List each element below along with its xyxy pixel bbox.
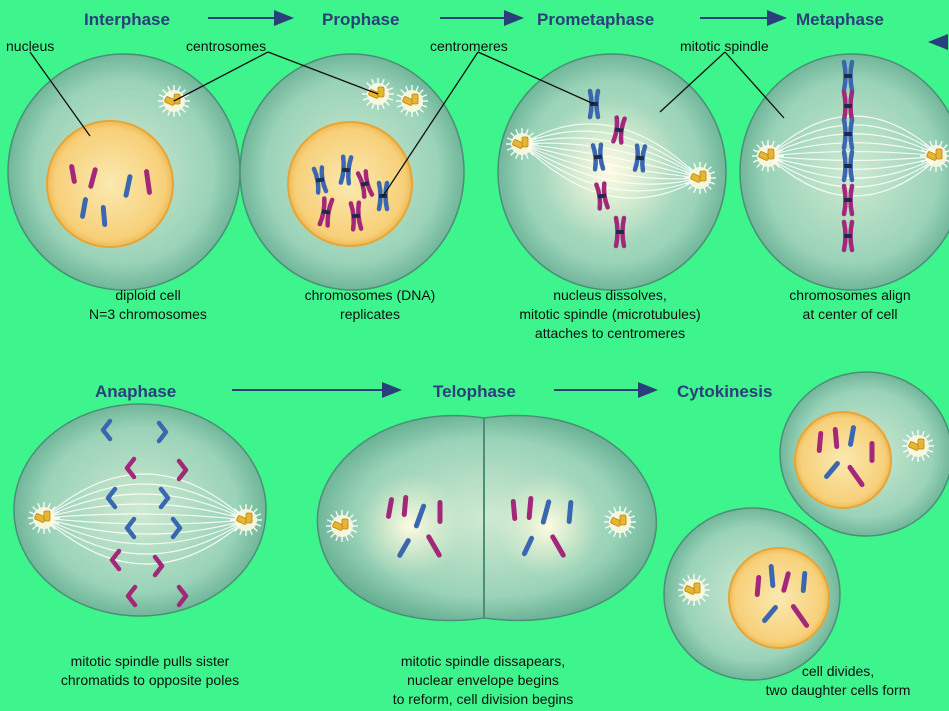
centromere	[342, 168, 350, 173]
centriole	[412, 94, 418, 104]
centromere	[594, 155, 602, 160]
caption-telophase: mitotic spindle dissapears,nuclear envel…	[363, 652, 603, 709]
phase-title-interphase: Interphase	[84, 10, 170, 30]
phase-title-metaphase: Metaphase	[796, 10, 884, 30]
centrosome	[326, 510, 358, 542]
phase-title-cytokinesis: Cytokinesis	[677, 382, 772, 402]
cell-prophase	[240, 54, 464, 290]
label-centromeres: centromeres	[430, 38, 508, 54]
centrosome	[396, 85, 428, 117]
cell-metaphase	[740, 54, 949, 290]
centrosome	[28, 502, 60, 534]
caption-prometaphase: nucleus dissolves,mitotic spindle (micro…	[490, 286, 730, 343]
caption-cytokinesis: cell divides,two daughter cells form	[730, 662, 946, 700]
centrosome	[684, 162, 716, 194]
centrosome	[678, 574, 710, 606]
phase-title-prophase: Prophase	[322, 10, 399, 30]
centriole	[694, 583, 700, 593]
chromosome	[870, 441, 875, 463]
nucleus	[795, 412, 891, 508]
leader-line	[725, 52, 784, 118]
cell-prometaphase	[498, 54, 726, 290]
dissolving-nucleus	[358, 474, 462, 578]
centromere	[844, 104, 852, 108]
centrosome	[230, 504, 262, 536]
centromere	[844, 234, 852, 238]
centriole	[918, 439, 924, 449]
centriole	[342, 519, 348, 529]
centromere	[616, 230, 624, 234]
centromere	[844, 132, 852, 136]
dissolving-nucleus	[496, 474, 600, 578]
centromere	[844, 198, 852, 202]
cell-cytokinesis-lower	[664, 508, 840, 680]
centriole	[936, 149, 942, 159]
phase-title-prometaphase: Prometaphase	[537, 10, 654, 30]
caption-prophase: chromosomes (DNA)replicates	[250, 286, 490, 324]
centromere	[844, 74, 852, 78]
label-mitotic-spindle: mitotic spindle	[680, 38, 769, 54]
centriole	[700, 171, 706, 181]
caption-anaphase: mitotic spindle pulls sisterchromatids t…	[30, 652, 270, 690]
cells	[8, 54, 949, 680]
chromosome	[438, 500, 443, 524]
centriole	[522, 137, 528, 147]
centrosome	[902, 430, 934, 462]
cell-cytokinesis-upper	[780, 372, 949, 536]
cell-anaphase	[14, 404, 266, 616]
centriole	[44, 511, 50, 521]
centriole	[620, 515, 626, 525]
centriole	[378, 87, 384, 97]
phase-title-anaphase: Anaphase	[95, 382, 176, 402]
centromere	[844, 164, 852, 168]
cell-interphase	[8, 54, 240, 290]
phase-title-telophase: Telophase	[433, 382, 516, 402]
chromosome-pair	[613, 118, 624, 143]
centriole	[246, 513, 252, 523]
centrosome	[506, 128, 538, 160]
chromosome-pair	[596, 184, 607, 209]
cell-telophase	[317, 416, 656, 621]
centrosome	[752, 140, 784, 172]
centrosome	[604, 506, 636, 538]
centromere	[636, 156, 644, 161]
caption-metaphase: chromosomes alignat center of cell	[730, 286, 949, 324]
centromere	[352, 214, 360, 219]
label-nucleus: nucleus	[6, 38, 54, 54]
nucleus	[47, 121, 173, 247]
nucleus	[729, 548, 829, 648]
centriole	[768, 149, 774, 159]
label-centrosomes: centrosomes	[186, 38, 266, 54]
